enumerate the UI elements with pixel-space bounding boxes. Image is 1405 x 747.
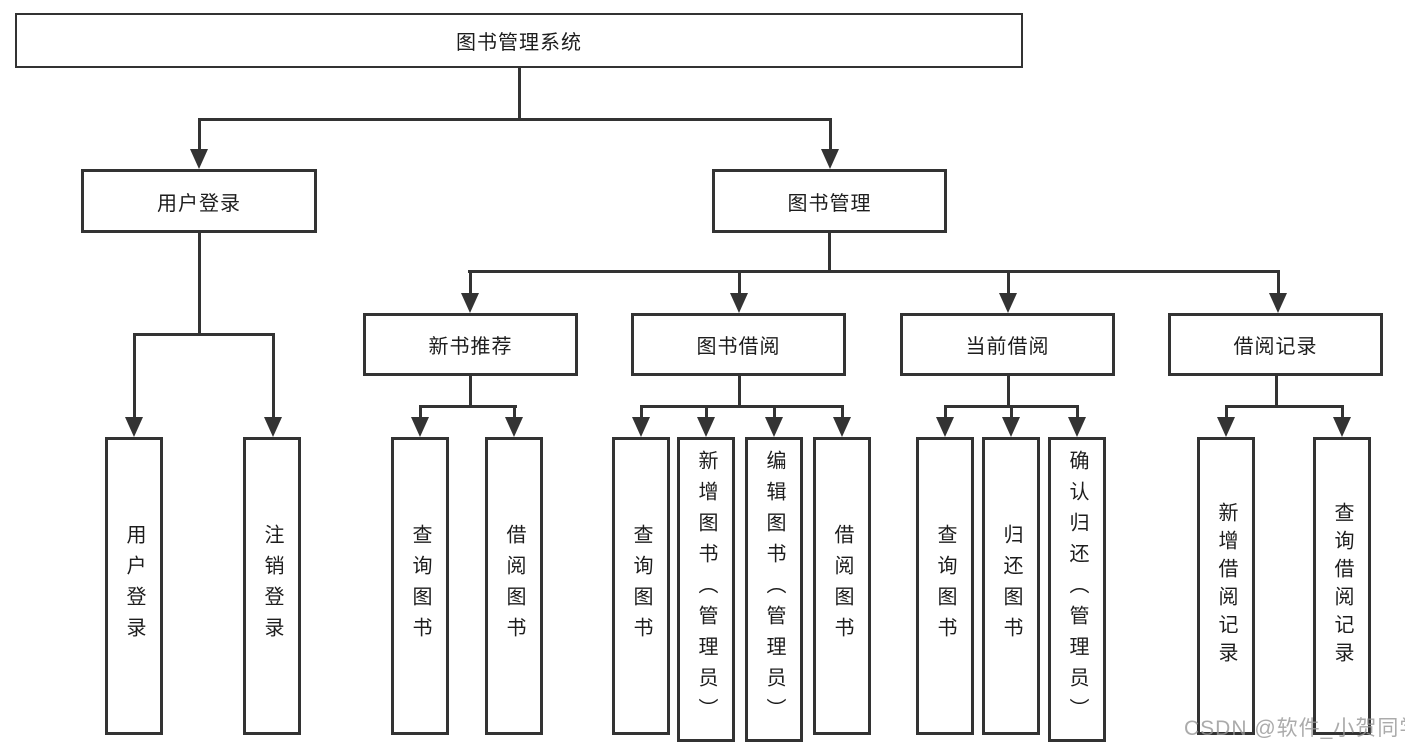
line [468,270,1280,273]
line [841,405,844,421]
leaf-label: 查询图书 [934,524,956,648]
leaf-current-confirm-return-admin: 确认归还（管理员） [1048,437,1106,742]
leaf-label: 注销登录 [261,524,283,648]
arrowhead-down-icon [505,417,523,437]
arrowhead-down-icon [125,417,143,437]
line [133,333,275,336]
leaf-current-return-books: 归还图书 [982,437,1040,735]
line [1007,374,1010,408]
line [419,405,422,421]
node-book-management: 图书管理 [712,169,947,233]
arrowhead-down-icon [936,417,954,437]
line [1225,405,1228,421]
arrowhead-down-icon [833,417,851,437]
line [944,405,947,421]
arrowhead-down-icon [999,293,1017,313]
leaf-records-query-borrow-record: 查询借阅记录 [1313,437,1371,735]
node-label: 图书借阅 [696,336,781,358]
node-borrowing-records: 借阅记录 [1168,313,1383,376]
line [1010,405,1013,421]
arrowhead-down-icon [411,417,429,437]
arrowhead-down-icon [1333,417,1351,437]
node-label: 当前借阅 [965,336,1050,358]
line [469,270,472,297]
line [1225,405,1344,408]
leaf-label: 查询借阅记录 [1331,502,1353,670]
arrowhead-down-icon [697,417,715,437]
arrowhead-down-icon [1269,293,1287,313]
arrowhead-down-icon [1068,417,1086,437]
leaf-label: 借阅图书 [831,524,853,648]
line [1275,374,1278,408]
arrowhead-down-icon [632,417,650,437]
node-label: 用户登录 [157,192,241,215]
line [198,118,201,151]
leaf-label: 归还图书 [1000,524,1022,648]
node-label: 借阅记录 [1233,336,1318,358]
leaf-borrowing-add-books-admin: 新增图书（管理员） [677,437,735,742]
leaf-logout-login: 注销登录 [243,437,301,735]
leaf-label: 用户登录 [123,524,145,648]
leaf-current-query-books: 查询图书 [916,437,974,735]
node-label: 图书管理 [787,192,872,215]
line [272,333,275,421]
arrowhead-down-icon [730,293,748,313]
line [829,118,832,151]
arrowhead-down-icon [765,417,783,437]
arrowhead-down-icon [190,149,208,169]
line [705,405,708,421]
node-label: 图书管理系统 [456,32,582,54]
node-current-borrowing: 当前借阅 [900,313,1115,376]
arrowhead-down-icon [1217,417,1235,437]
leaf-recommend-borrow-books: 借阅图书 [485,437,543,735]
line [773,405,776,421]
line [828,231,831,273]
leaf-label: 查询图书 [630,524,652,648]
line [518,66,521,121]
leaf-borrowing-query-books: 查询图书 [612,437,670,735]
node-new-book-recommendation: 新书推荐 [363,313,578,376]
arrowhead-down-icon [821,149,839,169]
csdn-watermark: CSDN @软件_小贺同学 [1184,717,1405,740]
line [738,374,741,408]
leaf-label: 新增图书（管理员） [695,450,717,729]
leaf-borrowing-borrow-books: 借阅图书 [813,437,871,735]
leaf-label: 编辑图书（管理员） [763,450,785,729]
node-book-borrowing: 图书借阅 [631,313,846,376]
line [1007,270,1010,297]
line [133,333,136,421]
arrowhead-down-icon [1002,417,1020,437]
line [1076,405,1079,421]
line [198,118,832,121]
leaf-records-add-borrow-record: 新增借阅记录 [1197,437,1255,735]
node-library-management-system: 图书管理系统 [15,13,1023,68]
line [513,405,516,421]
line [198,231,201,336]
line [1341,405,1344,421]
leaf-recommend-query-books: 查询图书 [391,437,449,735]
line [640,405,643,421]
leaf-label: 新增借阅记录 [1215,502,1237,670]
leaf-borrowing-edit-books-admin: 编辑图书（管理员） [745,437,803,742]
line [640,405,844,408]
line [469,374,472,408]
leaf-label: 查询图书 [409,524,431,648]
line [419,405,517,408]
arrowhead-down-icon [461,293,479,313]
leaf-label: 确认归还（管理员） [1066,450,1088,729]
line [738,270,741,297]
arrowhead-down-icon [264,417,282,437]
leaf-label: 借阅图书 [503,524,525,648]
leaf-user-login: 用户登录 [105,437,163,735]
node-user-login: 用户登录 [81,169,317,233]
node-label: 新书推荐 [428,336,513,358]
line [1277,270,1280,297]
